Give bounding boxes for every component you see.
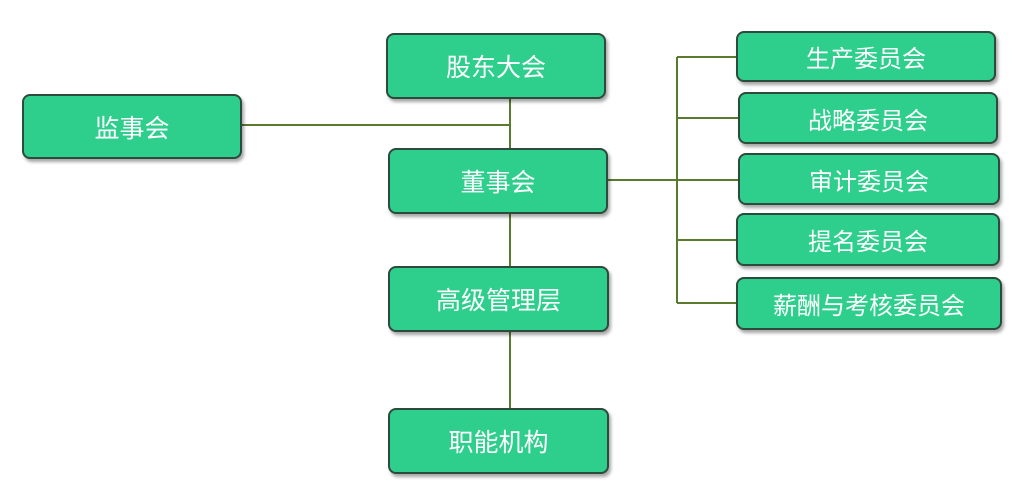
node-committee-production: 生产委员会	[736, 31, 996, 82]
node-committee-audit: 审计委员会	[738, 153, 1000, 205]
node-committee-compensation: 薪酬与考核委员会	[736, 277, 1002, 330]
node-supervisory-board: 监事会	[22, 94, 242, 159]
node-functional-departments: 职能机构	[388, 408, 609, 474]
node-senior-management: 高级管理层	[388, 266, 609, 332]
node-committee-strategy: 战略委员会	[738, 92, 998, 144]
node-shareholders-meeting: 股东大会	[386, 33, 606, 99]
node-board-of-directors: 董事会	[388, 148, 608, 214]
node-committee-nomination: 提名委员会	[736, 213, 1000, 266]
